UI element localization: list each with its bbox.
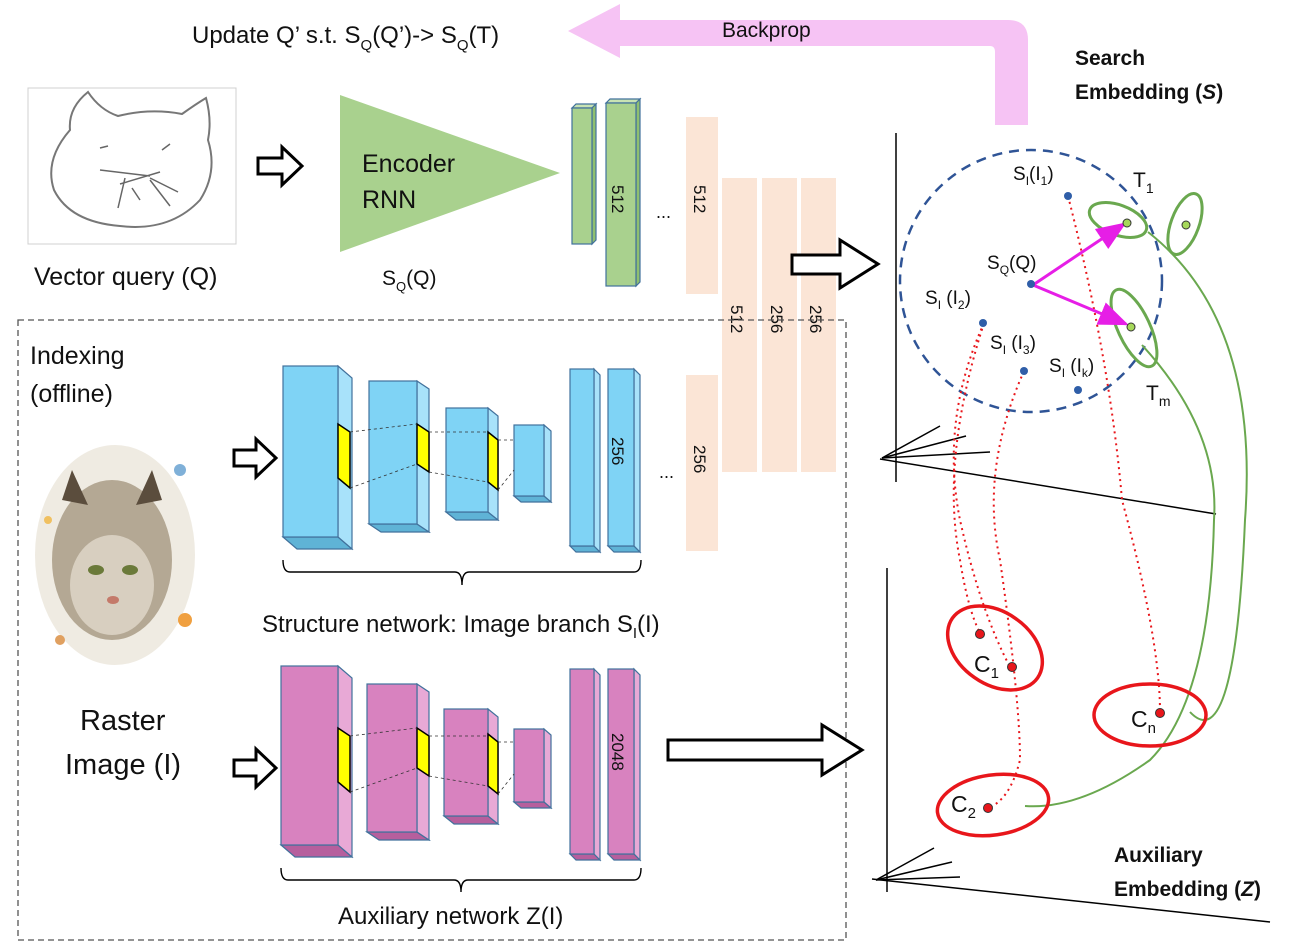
shared-col1-label: 512 (727, 305, 746, 333)
encoder-rnn (340, 95, 560, 252)
label-c2: C2 (951, 791, 976, 822)
lynx-raster-image (35, 445, 195, 665)
point-tm (1126, 322, 1136, 332)
structure-conv-block-1 (281, 364, 354, 551)
encoder-label-2: RNN (362, 186, 416, 214)
point-t1b (1181, 220, 1191, 230)
auxiliary-title-1: Auxiliary (1114, 844, 1203, 867)
search-title-2: Embedding (S) (1075, 81, 1223, 104)
auxiliary-title-2: Embedding (Z) (1114, 878, 1261, 901)
backprop-label: Backprop (722, 19, 811, 42)
query-fc-layer-thin (570, 102, 598, 246)
raster-label-1: Raster (80, 705, 166, 737)
point-c2 (983, 803, 993, 813)
cluster-links (952, 195, 1161, 809)
point-si2 (979, 319, 987, 327)
shared-layer-512 (722, 178, 757, 472)
query-fc-layer-512 (604, 97, 642, 288)
query-shared-layer-top (686, 117, 718, 294)
label-si3: SI (I3) (990, 333, 1036, 357)
structure-brace (282, 559, 642, 586)
structure-conv-block-3 (444, 406, 500, 522)
structure-fc-dim-label: 256 (608, 437, 627, 465)
auxiliary-conv-block-3 (442, 707, 500, 826)
image-to-auxiliary-arrow (232, 745, 279, 791)
target-cluster-t1a (1087, 201, 1149, 239)
raster-label-2: Image (I) (65, 749, 181, 781)
target-links (1024, 231, 1248, 808)
point-c1a (975, 629, 985, 639)
shared-col3-label: 256 (806, 305, 825, 333)
query-ellipsis: ... (656, 202, 671, 222)
point-cn (1155, 708, 1165, 718)
auxiliary-conv-block-1 (279, 664, 354, 859)
label-si1: SI(I1) (1013, 164, 1054, 188)
label-t1: T1 (1133, 169, 1154, 196)
vector-query-caption: Vector query (Q) (34, 263, 217, 291)
query-fc-dim-label: 512 (608, 185, 627, 213)
cluster-c2 (935, 772, 1051, 838)
image-shared-layer-bottom (686, 375, 718, 551)
shared-col2-label: 256 (767, 305, 786, 333)
structure-kernel-projections (349, 423, 515, 491)
indexing-label-1: Indexing (30, 342, 125, 370)
label-sq: SQ(Q) (987, 253, 1036, 277)
label-c1: C1 (974, 651, 999, 682)
indexing-offline-box (17, 319, 847, 941)
auxiliary-caption: Auxiliary network Z(I) (338, 903, 563, 930)
auxiliary-fc-layer-2048 (606, 667, 642, 862)
shared-layer-256-a (762, 178, 797, 472)
backprop-arrow (568, 4, 1028, 125)
sq-caption: SQ(Q) (382, 267, 436, 294)
query-to-encoder-arrow (256, 143, 305, 189)
auxiliary-fc-layer-1 (568, 667, 602, 862)
query-shared-top-label: 512 (690, 185, 709, 213)
structure-ellipsis: ... (659, 462, 674, 482)
image-to-structure-arrow (232, 435, 279, 481)
search-embedding-axes (879, 133, 1217, 515)
point-si3 (1020, 367, 1028, 375)
auxiliary-kernel-projections (349, 727, 515, 795)
point-t1a (1122, 218, 1132, 228)
sq-to-tm-vector (1032, 283, 1129, 326)
structure-fc-layer-1 (568, 367, 602, 554)
to-auxiliary-embedding-arrow (666, 722, 865, 778)
shared-bottom-label: 256 (690, 445, 709, 473)
encoder-label-1: Encoder (362, 150, 455, 178)
shared-layer-256-b (801, 178, 836, 472)
auxiliary-embedding-axes (871, 568, 1271, 923)
structure-conv-block-2 (367, 379, 431, 534)
point-c1b (1007, 662, 1017, 672)
point-sik (1074, 386, 1082, 394)
auxiliary-conv-block-2 (365, 682, 431, 842)
structure-caption: Structure network: Image branch SI(I) (262, 611, 660, 642)
label-tm: Tm (1146, 382, 1171, 409)
point-sq (1027, 280, 1035, 288)
cluster-c1 (945, 604, 1045, 692)
update-caption: Update Q’ s.t. SQ(Q’)-> SQ(T) (192, 22, 499, 54)
auxiliary-brace (280, 867, 642, 893)
target-cluster-t1b (1166, 192, 1204, 256)
search-radius-circle (898, 148, 1164, 414)
label-si2: SI (I2) (925, 288, 971, 312)
cat-sketch-image (27, 87, 237, 245)
structure-fc-layer-256 (606, 367, 642, 554)
label-sik: SI (Ik) (1049, 356, 1094, 380)
structure-conv-block-4 (512, 423, 553, 504)
sq-to-t1-vector (1032, 222, 1127, 287)
auxiliary-fc-dim-label: 2048 (608, 733, 627, 771)
point-si1 (1064, 192, 1072, 200)
indexing-label-2: (offline) (30, 380, 113, 408)
label-cn: Cn (1131, 706, 1156, 737)
auxiliary-conv-block-4 (512, 727, 553, 810)
to-search-embedding-arrow (790, 237, 881, 291)
cluster-cn (1092, 682, 1208, 748)
target-cluster-tm (1109, 287, 1159, 369)
search-title-1: Search (1075, 47, 1145, 70)
